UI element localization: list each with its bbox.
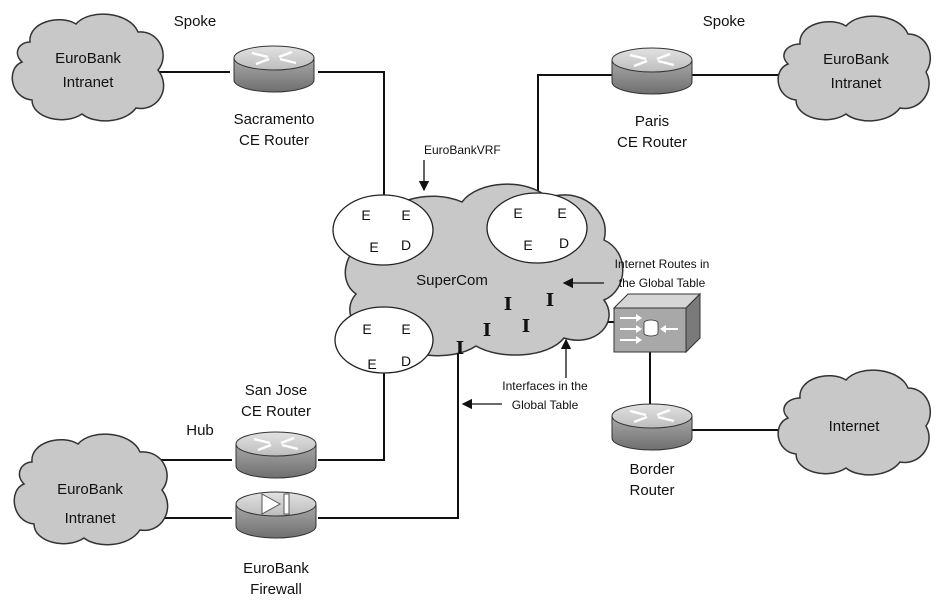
cloud-internet: Internet [777, 369, 931, 476]
sanjose-ce-router: San Jose CE Router [234, 382, 318, 480]
cloud-sacramento-intranet: EuroBank Intranet [11, 13, 165, 122]
link-sac-router-vrf [318, 71, 385, 202]
cloud-icon [777, 369, 931, 476]
cloud-label: EuroBank [57, 481, 123, 498]
paris-ce-router: Paris CE Router [610, 46, 694, 151]
interfaces-label: Interfaces in the [502, 379, 588, 393]
vrf-entry: E [362, 321, 371, 337]
multilayer-switch-icon [612, 292, 702, 354]
vrf-entry: E [401, 207, 410, 223]
vrf-entry: E [523, 237, 532, 253]
device-label: Paris [635, 113, 669, 130]
vrf-table-sacramento: E E E D [332, 194, 434, 266]
vrf-name-label: EuroBankVRF [424, 143, 501, 157]
vrf-entry: E [401, 321, 410, 337]
router-icon [232, 44, 316, 94]
vrf-entry: E [367, 356, 376, 372]
vrf-entry: E [369, 239, 378, 255]
device-label: CE Router [241, 403, 311, 420]
cloud-icon [11, 13, 165, 122]
vrf-entry: D [559, 235, 569, 251]
cloud-sanjose-intranet: EuroBank Intranet [13, 433, 169, 546]
vrf-entry: E [557, 205, 566, 221]
global-route-marker: I [546, 290, 554, 311]
cloud-label: EuroBank [823, 51, 889, 68]
device-label: Border [629, 461, 674, 478]
cloud-label: EuroBank [55, 50, 121, 67]
cloud-label: Intranet [65, 510, 117, 527]
firewall-icon [235, 491, 317, 539]
device-label: San Jose [245, 382, 308, 399]
eurobank-firewall: EuroBank Firewall [235, 491, 317, 598]
annotation-vrf: EuroBankVRF [418, 143, 501, 192]
vrf-entry: E [513, 205, 522, 221]
vrf-entry: E [361, 207, 370, 223]
global-route-marker: I [456, 338, 464, 359]
link-paris-router-vrf [537, 74, 612, 192]
device-label: EuroBank [243, 560, 309, 577]
internet-routes-label: the Global Table [619, 276, 706, 290]
global-route-marker: I [483, 320, 491, 341]
global-table-markers: I I I I I [456, 290, 554, 359]
cloud-icon [13, 433, 169, 546]
cloud-label: Internet [829, 418, 881, 435]
cloud-label: Intranet [831, 75, 883, 92]
global-route-marker: I [504, 294, 512, 315]
sacramento-ce-router: Sacramento CE Router [232, 44, 316, 149]
interfaces-label: Global Table [512, 398, 579, 412]
device-label: CE Router [617, 134, 687, 151]
link-sanjose-vrf-router [318, 362, 385, 461]
internet-routes-label: Internet Routes in [615, 257, 710, 271]
global-route-marker: I [522, 316, 530, 337]
multilayer-switch [612, 292, 702, 354]
device-label: CE Router [239, 132, 309, 149]
link-firewall-supercom [318, 352, 459, 519]
role-label-hub: Hub [186, 422, 214, 439]
device-label: Sacramento [234, 111, 315, 128]
vrf-entry: D [401, 353, 411, 369]
cloud-label: Intranet [63, 74, 115, 91]
device-label: Firewall [250, 581, 302, 598]
annotation-interfaces: Interfaces in the Global Table [461, 338, 588, 412]
vrf-entry: D [401, 237, 411, 253]
device-label: Router [629, 482, 674, 499]
role-label-spoke-left: Spoke [174, 13, 217, 30]
vrf-table-paris: E E E D [486, 192, 588, 264]
router-icon [610, 46, 694, 96]
links [110, 71, 780, 519]
border-router: Border Router [610, 402, 694, 499]
cloud-paris-intranet: EuroBank Intranet [777, 15, 931, 122]
role-label-spoke-right: Spoke [703, 13, 746, 30]
router-icon [234, 430, 318, 480]
vrf-table-sanjose: E E E D [334, 306, 434, 374]
annotation-internet-routes: Internet Routes in the Global Table [562, 257, 710, 290]
router-icon [610, 402, 694, 452]
supercom-label: SuperCom [416, 272, 488, 289]
cloud-icon [777, 15, 931, 122]
